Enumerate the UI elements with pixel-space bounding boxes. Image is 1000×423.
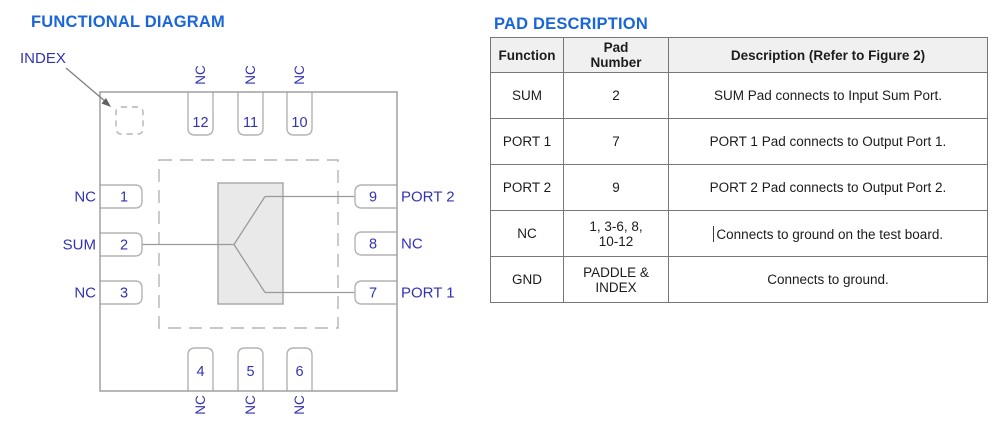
pad-description-title: PAD DESCRIPTION <box>494 15 648 33</box>
pin-4-function-label: NC <box>193 395 208 415</box>
pad-9-number: 9 <box>369 190 377 206</box>
pin-1-function-label: NC <box>74 189 96 206</box>
pad-6-number: 6 <box>295 364 303 380</box>
col-header-function: Function <box>490 37 564 73</box>
pad-2-number: 2 <box>120 238 128 254</box>
cell-pad-number: 2 <box>563 72 669 119</box>
cell-function: SUM <box>490 72 564 119</box>
cell-pad-number: 1, 3-6, 8, 10-12 <box>563 210 669 257</box>
functional-diagram-title: FUNCTIONAL DIAGRAM <box>31 13 225 31</box>
cell-function: PORT 1 <box>490 118 564 165</box>
pad-5: 5 <box>237 347 264 391</box>
pad-9: 9 <box>354 184 397 209</box>
functional-diagram: 12 11 10 4 5 6 1 2 3 9 8 <box>20 50 455 415</box>
pad-12: 12 <box>187 92 214 136</box>
index-arrow <box>65 67 111 107</box>
table-row-port1: PORT 1 7 PORT 1 Pad connects to Output P… <box>490 118 988 165</box>
cell-description: PORT 1 Pad connects to Output Port 1. <box>668 118 988 165</box>
pad-12-number: 12 <box>192 115 208 131</box>
cell-description: Connects to ground on the test board. <box>668 210 988 257</box>
pad-5-number: 5 <box>246 364 254 380</box>
pin-12-function-label: NC <box>193 65 208 85</box>
cell-pad-number: 7 <box>563 118 669 165</box>
cell-description: SUM Pad connects to Input Sum Port. <box>668 72 988 119</box>
pin-10-function-label: NC <box>292 65 307 85</box>
pin-5-function-label: NC <box>243 395 258 415</box>
cell-function: GND <box>490 256 564 303</box>
cell-description: Connects to ground. <box>668 256 988 303</box>
pin-3-function-label: NC <box>74 285 96 302</box>
cell-description-text: Connects to ground on the test board. <box>716 226 944 242</box>
col-header-description: Description (Refer to Figure 2) <box>668 37 988 73</box>
cell-pad-number: PADDLE & INDEX <box>563 256 669 303</box>
col-header-pad-number: Pad Number <box>563 37 669 73</box>
pin-6-function-label: NC <box>292 395 307 415</box>
splitter-network <box>142 195 355 294</box>
index-mark <box>115 106 144 135</box>
pad-3: 3 <box>100 280 143 305</box>
pad-8: 8 <box>354 231 397 256</box>
table-row-nc: NC 1, 3-6, 8, 10-12 Connects to ground o… <box>490 210 988 257</box>
cell-function: PORT 2 <box>490 164 564 211</box>
pad-7-number: 7 <box>369 286 377 302</box>
pin-11-function-label: NC <box>243 65 258 85</box>
pin-7-function-label: PORT 1 <box>401 285 455 302</box>
pad-4: 4 <box>187 347 214 391</box>
pad-2: 2 <box>100 232 143 257</box>
pin-2-function-label: SUM <box>63 237 96 254</box>
pad-11: 11 <box>237 92 264 136</box>
pad-1: 1 <box>100 184 143 209</box>
chip-outline <box>99 91 398 392</box>
cell-pad-number: 9 <box>563 164 669 211</box>
table-row-gnd: GND PADDLE & INDEX Connects to ground. <box>490 256 988 303</box>
cell-description: PORT 2 Pad connects to Output Port 2. <box>668 164 988 211</box>
pad-description-table: Function Pad Number Description (Refer t… <box>490 37 988 303</box>
pad-8-number: 8 <box>369 237 377 253</box>
pad-1-number: 1 <box>120 190 128 206</box>
pad-4-number: 4 <box>196 364 204 380</box>
index-label: INDEX <box>20 50 66 67</box>
pad-10: 10 <box>286 92 313 136</box>
pad-3-number: 3 <box>120 286 128 302</box>
text-cursor <box>712 225 715 242</box>
pin-9-function-label: PORT 2 <box>401 189 455 206</box>
pad-11-number: 11 <box>243 115 258 131</box>
table-row-sum: SUM 2 SUM Pad connects to Input Sum Port… <box>490 72 988 119</box>
table-header-row: Function Pad Number Description (Refer t… <box>490 37 988 73</box>
pad-10-number: 10 <box>291 115 307 131</box>
splitter-block <box>217 182 284 305</box>
pin-8-function-label: NC <box>401 236 423 253</box>
table-row-port2: PORT 2 9 PORT 2 Pad connects to Output P… <box>490 164 988 211</box>
pad-6: 6 <box>286 347 313 391</box>
cell-function: NC <box>490 210 564 257</box>
pad-7: 7 <box>354 280 397 305</box>
